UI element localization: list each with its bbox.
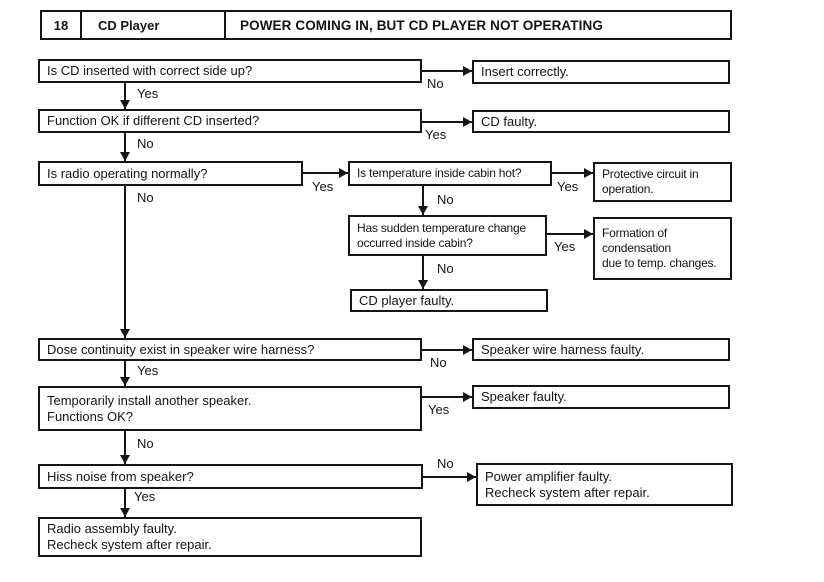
connector-no-1 [422, 70, 472, 72]
flow-box-cd-player-faulty: CD player faulty. [350, 289, 548, 312]
header-divider [224, 12, 226, 38]
label-yes: Yes [424, 127, 448, 142]
label-yes: Yes [311, 179, 335, 194]
flow-box-speaker-faulty: Speaker faulty. [472, 385, 730, 409]
arrowhead-right-icon [584, 168, 593, 178]
label-no: No [436, 192, 455, 207]
label-yes: Yes [427, 402, 451, 417]
arrowhead-down-icon [120, 455, 130, 464]
connector-yes-5 [547, 233, 593, 235]
label-no: No [136, 436, 155, 451]
flow-box-q-continuity: Dose continuity exist in speaker wire ha… [38, 338, 422, 361]
arrowhead-right-icon [463, 66, 472, 76]
arrowhead-down-icon [120, 329, 130, 338]
connector-no-5 [422, 256, 424, 289]
symptom-title: POWER COMING IN, BUT CD PLAYER NOT OPERA… [240, 17, 603, 33]
chart-number: 18 [53, 17, 69, 33]
label-no: No [436, 456, 455, 471]
arrowhead-down-icon [120, 100, 130, 109]
flow-box-q-install-speaker: Temporarily install another speaker. Fun… [38, 386, 422, 431]
label-yes: Yes [133, 489, 157, 504]
connector-yes-1 [124, 83, 126, 109]
chart-header: 18 CD Player POWER COMING IN, BUT CD PLA… [40, 10, 732, 40]
flow-box-cd-faulty: CD faulty. [472, 110, 730, 133]
flow-box-q-hiss: Hiss noise from speaker? [38, 464, 423, 489]
label-yes: Yes [556, 179, 580, 194]
flow-box-protective-circuit: Protective circuit in operation. [593, 162, 732, 202]
flow-box-q-cd-side: Is CD inserted with correct side up? [38, 59, 422, 83]
label-no: No [426, 76, 445, 91]
arrowhead-right-icon [584, 229, 593, 239]
flow-box-q-sudden-temp: Has sudden temperature change occurred i… [348, 215, 547, 256]
connector-no-8 [423, 476, 476, 478]
label-yes: Yes [136, 86, 160, 101]
label-yes: Yes [136, 363, 160, 378]
flow-box-q-radio-normal: Is radio operating normally? [38, 161, 303, 186]
arrowhead-right-icon [463, 345, 472, 355]
connector-yes-4 [552, 172, 593, 174]
flow-box-radio-assembly-faulty: Radio assembly faulty. Recheck system af… [38, 517, 422, 557]
connector-yes-6 [124, 361, 126, 386]
connector-no-3 [124, 186, 126, 338]
arrowhead-down-icon [120, 508, 130, 517]
flow-box-insert-correctly: Insert correctly. [472, 60, 730, 84]
flow-box-q-different-cd: Function OK if different CD inserted? [38, 109, 422, 133]
connector-yes-3 [303, 172, 348, 174]
header-divider [80, 12, 82, 38]
arrowhead-right-icon [463, 392, 472, 402]
connector-no-6 [422, 349, 472, 351]
flow-box-condensation: Formation of condensation due to temp. c… [593, 217, 732, 280]
connector-no-7 [124, 431, 126, 464]
arrowhead-right-icon [467, 472, 476, 482]
label-no: No [429, 355, 448, 370]
arrowhead-down-icon [120, 152, 130, 161]
arrowhead-down-icon [120, 377, 130, 386]
system-name: CD Player [98, 17, 160, 33]
label-no: No [436, 261, 455, 276]
arrowhead-right-icon [339, 168, 348, 178]
connector-yes-8 [124, 489, 126, 517]
arrowhead-right-icon [463, 117, 472, 127]
connector-no-2 [124, 133, 126, 161]
label-no: No [136, 136, 155, 151]
label-yes: Yes [553, 239, 577, 254]
connector-yes-2 [422, 121, 472, 123]
flow-box-q-cabin-hot: Is temperature inside cabin hot? [348, 161, 552, 186]
connector-no-4 [422, 186, 424, 215]
label-no: No [136, 190, 155, 205]
flow-box-power-amp-faulty: Power amplifier faulty. Recheck system a… [476, 463, 733, 506]
connector-yes-7 [422, 396, 472, 398]
arrowhead-down-icon [418, 206, 428, 215]
flow-box-harness-faulty: Speaker wire harness faulty. [472, 338, 730, 361]
arrowhead-down-icon [418, 280, 428, 289]
